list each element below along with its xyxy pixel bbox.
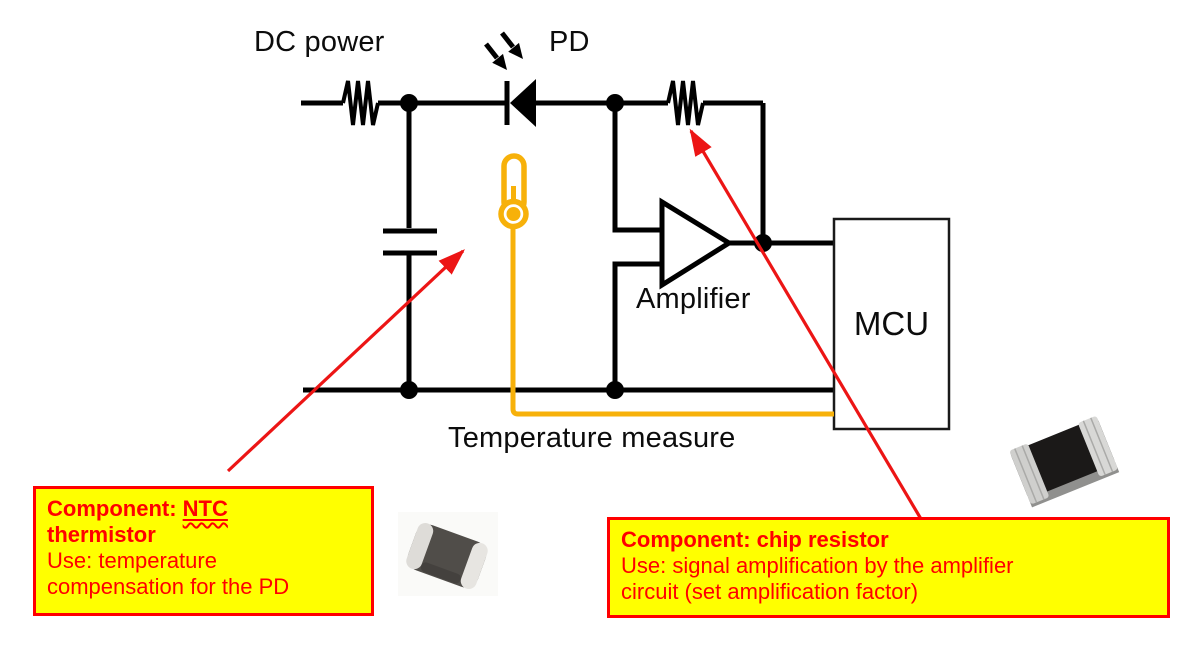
temperature-measure-label: Temperature measure (448, 422, 736, 454)
ntc-callout-arrow (226, 249, 465, 473)
temperature-sensor-group (498, 153, 834, 417)
chip-callout-use-line2: circuit (set amplification factor) (621, 579, 919, 604)
amp-bottom-input-wire (612, 261, 662, 390)
wire-group (301, 100, 834, 393)
junction-dot (400, 381, 418, 399)
chip-resistor-callout: Component: chip resistor Use: signal amp… (607, 517, 1170, 618)
junction-dots (400, 94, 772, 399)
temperature-sense-wire (510, 226, 834, 417)
dc-power-label: DC power (254, 26, 385, 58)
amplifier-label: Amplifier (636, 283, 751, 315)
amp-top-input-wire (612, 103, 662, 233)
chip-callout-title: Component: chip resistor (621, 527, 889, 552)
ntc-callout-title-line2: thermistor (47, 522, 156, 547)
photodiode-symbol (484, 31, 536, 127)
mcu-box-outline (832, 217, 951, 431)
junction-dot (400, 94, 418, 112)
ntc-callout-use-line2: compensation for the PD (47, 574, 290, 599)
ntc-callout-title-term: NTC (182, 496, 228, 521)
photodiode-triangle (510, 79, 536, 127)
junction-dot (606, 94, 624, 112)
pd-label: PD (549, 26, 590, 58)
feedback-chip-resistor-symbol (666, 80, 705, 126)
dc-power-resistor-symbol (341, 80, 380, 126)
ntc-thermistor-callout: Component: NTC thermistor Use: temperatu… (33, 486, 374, 616)
junction-dot (606, 381, 624, 399)
ntc-callout-title-line1: Component: NTC (47, 496, 360, 522)
ntc-callout-title-prefix: Component: (47, 496, 183, 521)
capacitor-symbol (383, 228, 437, 256)
incident-light-arrows-icon (484, 31, 523, 70)
chip-callout-use-line1: Use: signal amplification by the amplifi… (621, 553, 1014, 578)
mcu-label: MCU (853, 305, 930, 342)
thermometer-icon (498, 153, 529, 230)
ntc-thermistor-photo (398, 512, 498, 596)
chip-resistor-photo (1010, 416, 1120, 508)
amplifier-triangle-symbol (659, 197, 734, 290)
chip-resistor-callout-arrow (689, 128, 923, 520)
ntc-callout-use-line1: Use: temperature (47, 548, 217, 573)
